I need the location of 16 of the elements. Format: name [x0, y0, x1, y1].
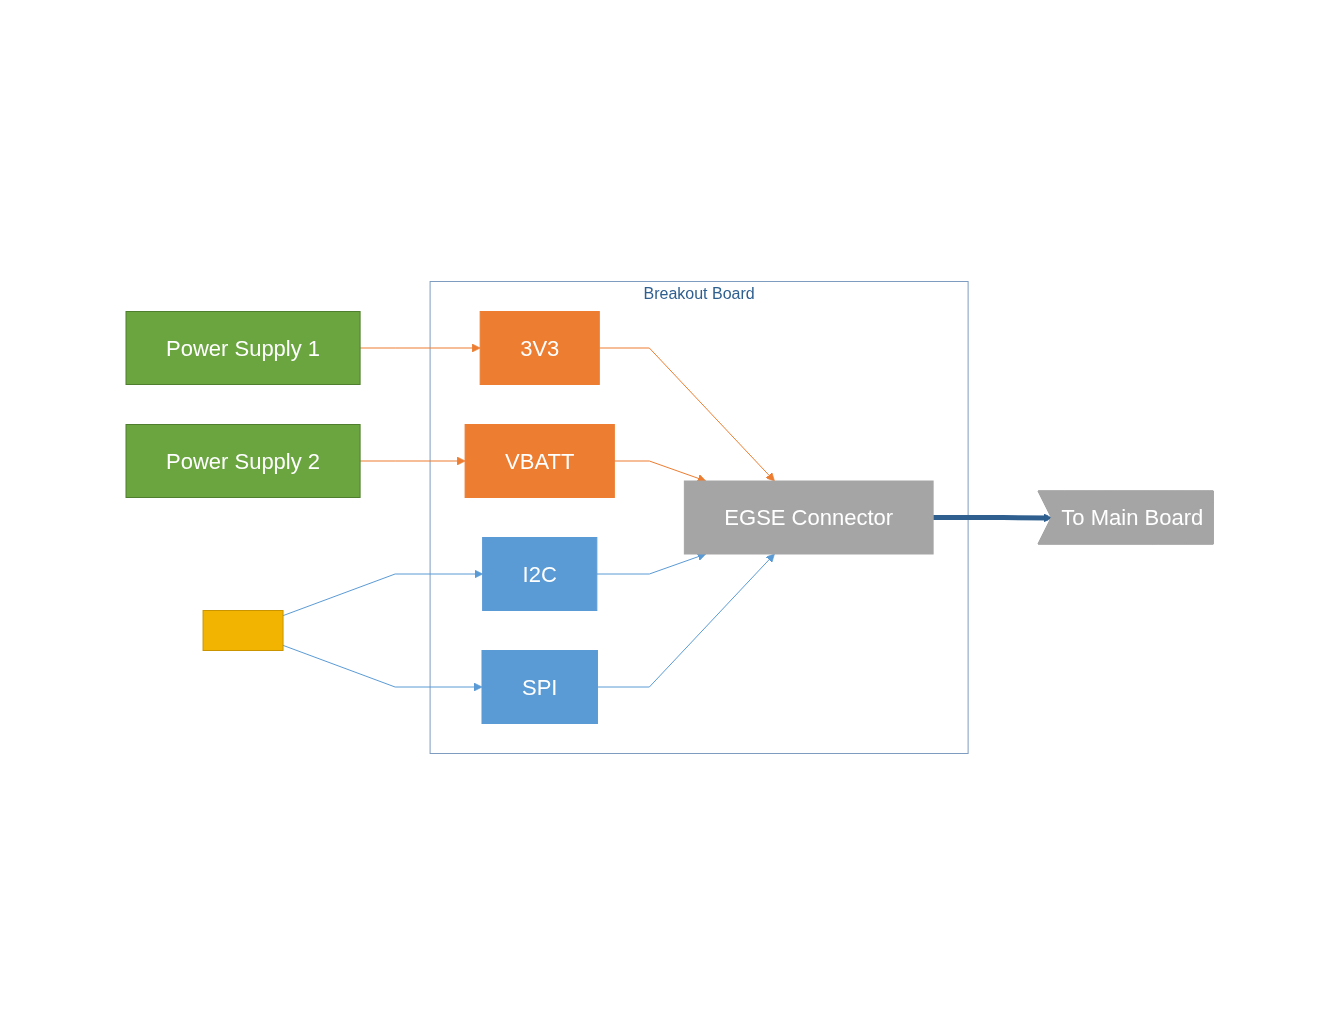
- arrow: [933, 513, 1053, 523]
- node-box: VBATT: [464, 424, 615, 498]
- node-box: I2C: [482, 537, 598, 611]
- arrow: [282, 644, 483, 692]
- arrow: [596, 553, 775, 688]
- arrow: [359, 343, 481, 353]
- arrow: [598, 347, 775, 482]
- node-box: SPI: [481, 650, 598, 724]
- arrow: [613, 460, 707, 483]
- node-box: [202, 610, 284, 651]
- node-box: Power Supply 2: [125, 424, 361, 498]
- arrow: [282, 569, 483, 617]
- arrow: [359, 456, 466, 466]
- node-box: 3V3: [479, 311, 600, 385]
- node-box: Power Supply 1: [125, 311, 361, 385]
- node-box: EGSE Connector: [683, 480, 934, 555]
